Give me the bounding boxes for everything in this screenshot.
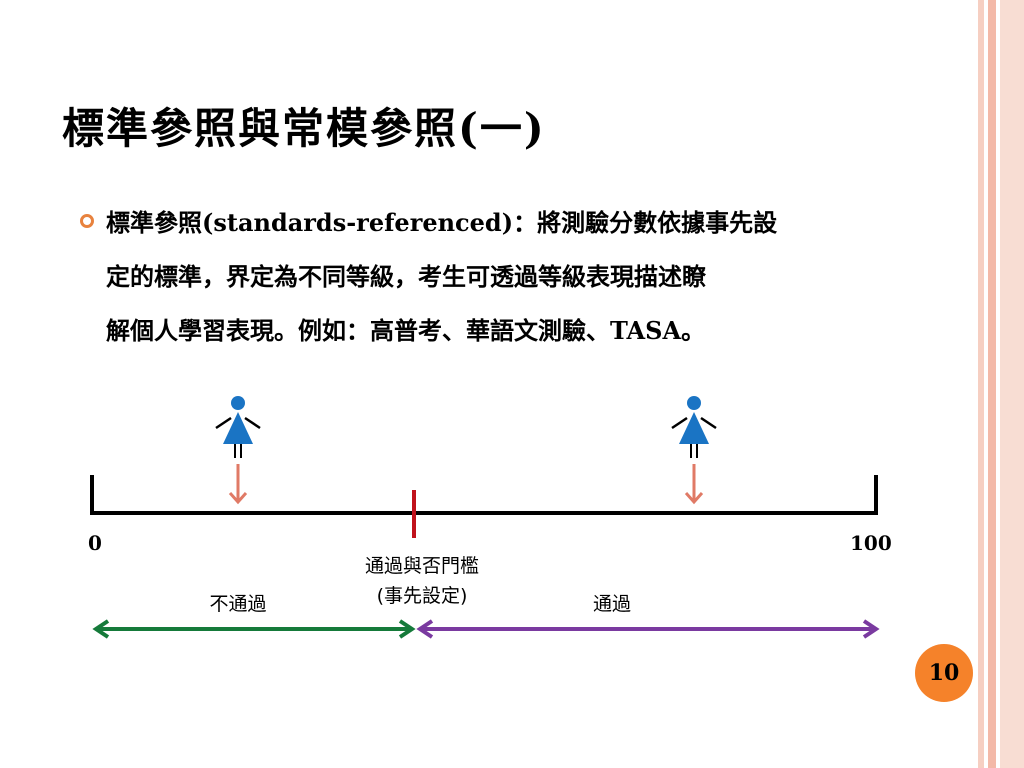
pass-range-arrow: [416, 619, 880, 639]
body-line: 標準參照(standards-referenced)：將測驗分數依據事先設: [106, 208, 778, 237]
down-arrow-icon: [684, 464, 704, 505]
body-line: 定的標準，界定為不同等級，考生可透過等級表現描述瞭: [106, 262, 706, 291]
body-line: 解個人學習表現。例如：高普考、華語文測驗、TASA。: [106, 316, 706, 345]
pass-label: 通過: [593, 593, 631, 615]
threshold-sublabel: (事先設定): [377, 585, 468, 607]
down-arrow-icon: [228, 464, 248, 505]
fail-label: 不通過: [209, 593, 266, 615]
bullet-icon: [80, 214, 94, 228]
slide-title: 標準參照與常模參照(一): [62, 104, 546, 153]
right-decorative-border: [978, 0, 1024, 768]
pass-threshold-diagram: 0 100 通過與否門檻 (事先設定) 不通過 通過: [88, 396, 892, 639]
slide-background: [0, 0, 978, 768]
slide-body: 標準參照(standards-referenced)：將測驗分數依據事先設 定的…: [106, 196, 906, 358]
threshold-label: 通過與否門檻: [365, 555, 479, 577]
scale-max-label: 100: [850, 531, 892, 555]
scale-min-label: 0: [88, 531, 102, 555]
person-icon: [215, 396, 261, 458]
person-icon: [671, 396, 717, 458]
page-number-badge: 10: [915, 644, 973, 702]
score-scale-axis: [90, 475, 878, 515]
fail-range-arrow: [92, 619, 416, 639]
